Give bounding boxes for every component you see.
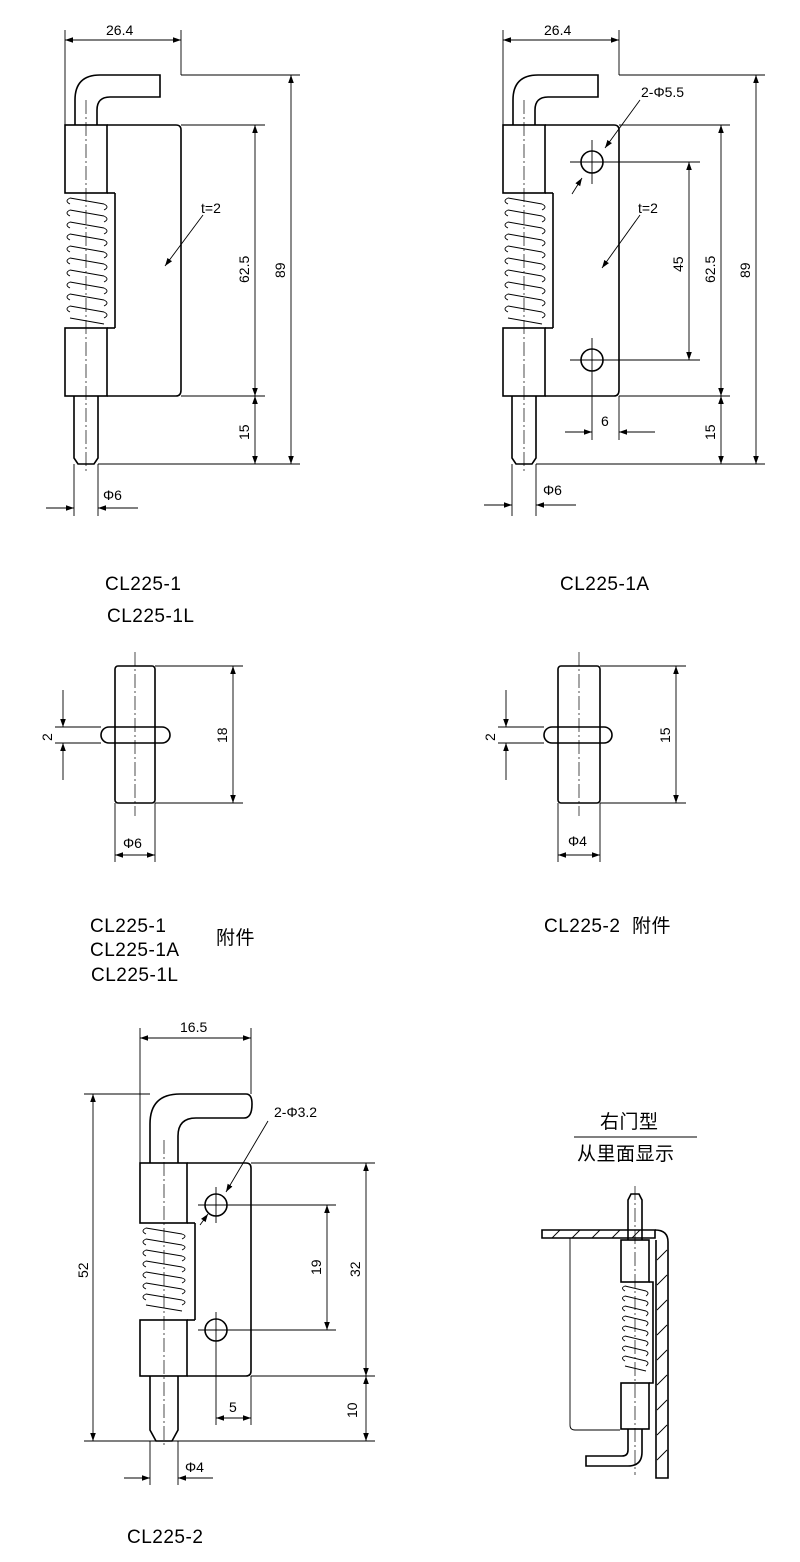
width-dimension: 16.5 bbox=[180, 1019, 207, 1035]
caption-cl225-1: CL225-1 bbox=[105, 574, 181, 595]
plate-height-dimension: 62.5 bbox=[702, 256, 718, 283]
height-dimension: 15 bbox=[657, 727, 673, 743]
plate-height-dimension: 62.5 bbox=[236, 256, 252, 283]
hole-offset-dimension: 5 bbox=[229, 1399, 237, 1415]
caption-cl225-2-accessory: CL225-2 附件 bbox=[544, 915, 671, 937]
hole-spacing-dimension: 19 bbox=[308, 1259, 324, 1275]
width-dimension: 26.4 bbox=[106, 22, 133, 38]
pin-length-dimension: 15 bbox=[236, 424, 252, 440]
mounting-view-drawing bbox=[541, 1186, 669, 1479]
gap-dimension: 2 bbox=[39, 733, 55, 741]
height-dimension: 18 bbox=[214, 727, 230, 743]
hole-spec-label: 2-Φ3.2 bbox=[274, 1104, 317, 1120]
pin-diameter-label: Φ6 bbox=[543, 482, 562, 498]
pin-diameter-label: Φ6 bbox=[103, 487, 122, 503]
pin-diameter-label: Φ4 bbox=[185, 1459, 204, 1475]
hole-spacing-dimension: 45 bbox=[670, 256, 686, 272]
overall-length-dimension: 89 bbox=[272, 262, 288, 278]
diameter-label: Φ4 bbox=[568, 833, 587, 849]
hinge-drawing-cl225-2: 16.5 2-Φ3.2 52 19 32 bbox=[75, 1019, 375, 1485]
diameter-label: Φ6 bbox=[123, 835, 142, 851]
accessory-pin-drawing-2: 2 15 Φ4 bbox=[482, 652, 686, 862]
caption-cl225-1: CL225-1 bbox=[90, 916, 166, 937]
gap-dimension: 2 bbox=[482, 733, 498, 741]
caption-cl225-1a: CL225-1A bbox=[560, 574, 650, 595]
hinge-drawing-cl225-1a: 26.4 2-Φ5.5 t=2 bbox=[484, 22, 765, 516]
hole-offset-dimension: 6 bbox=[601, 413, 609, 429]
overall-length-dimension: 52 bbox=[75, 1262, 91, 1278]
pin-length-dimension: 15 bbox=[702, 424, 718, 440]
caption-cl225-1a: CL225-1A bbox=[90, 940, 180, 961]
spring bbox=[504, 197, 546, 325]
caption-cl225-1l: CL225-1L bbox=[107, 606, 194, 627]
mounting-title-line-2: 从里面显示 bbox=[577, 1144, 675, 1165]
thickness-label: t=2 bbox=[638, 200, 658, 216]
pin-length-dimension: 10 bbox=[344, 1402, 360, 1418]
spring bbox=[622, 1285, 649, 1372]
hinge-drawing-cl225-1: 26.4 t=2 62.5 15 89 bbox=[46, 22, 300, 516]
caption-cl225-1l: CL225-1L bbox=[91, 965, 178, 986]
accessory-pin-drawing-1: 2 18 Φ6 bbox=[39, 652, 243, 862]
overall-length-dimension: 89 bbox=[737, 262, 753, 278]
spring bbox=[66, 197, 108, 325]
thickness-label: t=2 bbox=[201, 200, 221, 216]
hole-spec-label: 2-Φ5.5 bbox=[641, 84, 684, 100]
plate-height-dimension: 32 bbox=[347, 1261, 363, 1277]
accessory-suffix-label: 附件 bbox=[216, 927, 255, 949]
width-dimension: 26.4 bbox=[544, 22, 571, 38]
mounting-title-line-1: 右门型 bbox=[600, 1111, 659, 1133]
caption-cl225-2: CL225-2 bbox=[127, 1527, 203, 1548]
